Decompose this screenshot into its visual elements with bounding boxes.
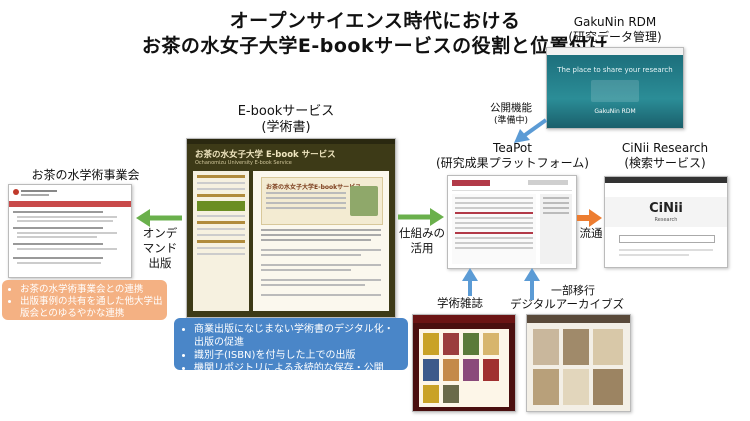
public-function-label: 公開機能 (準備中) <box>490 102 532 126</box>
ebook-service-screenshot: お茶の水女子大学 E-book サービス Ochanomizu Universi… <box>186 138 396 318</box>
on-demand-publishing-label: オンデ マンド 出版 <box>142 226 178 270</box>
academic-journals-label: 学術雑誌 <box>437 296 483 310</box>
digital-archives-label: デジタルアーカイブズ <box>509 297 625 311</box>
distribution-label: 流通 <box>579 226 603 240</box>
mechanism-arrow-icon <box>398 208 444 226</box>
academic-journals-screenshot <box>412 314 516 412</box>
public-function-arrow-icon <box>514 118 548 143</box>
society-screenshot <box>8 184 132 278</box>
ebook-service-label: E-bookサービス (学術書) <box>237 104 335 135</box>
title-line-1: オープンサイエンス時代における <box>229 10 521 32</box>
title-line-2: お茶の水女子大学E-bookサービスの役割と位置付け <box>141 35 609 57</box>
partial-migration-label: 一部移行 <box>551 284 595 297</box>
mechanism-use-label: 仕組みの 活用 <box>399 226 445 255</box>
gakunin-rdm-screenshot: The place to share your research GakuNin… <box>546 47 684 129</box>
cinii-logo: CiNii <box>649 201 683 216</box>
journal-arrow-icon <box>462 268 478 296</box>
on-demand-arrow-icon <box>136 209 182 227</box>
society-label: お茶の水学術事業会 <box>31 168 140 182</box>
cinii-research-screenshot: CiNii Research <box>604 176 728 268</box>
society-collaboration-callout: お茶の水学術事業会との連携 出版事例の共有を通した他大学出版会とのゆるやかな連携 <box>2 280 167 320</box>
teapot-label: TeaPot (研究成果プラットフォーム) <box>435 141 589 170</box>
gakunin-rdm-label: GakuNin RDM (研究データ管理) <box>568 15 662 44</box>
distribution-arrow-icon <box>577 209 602 227</box>
digital-archives-screenshot <box>526 314 631 412</box>
ebook-features-callout: 商業出版になじまない学術書のデジタル化・出版の促進 識別子(ISBN)を付与した… <box>174 318 408 374</box>
teapot-screenshot <box>447 175 577 269</box>
cinii-research-label: CiNii Research (検索サービス) <box>621 141 709 170</box>
archive-arrow-icon <box>524 268 540 300</box>
